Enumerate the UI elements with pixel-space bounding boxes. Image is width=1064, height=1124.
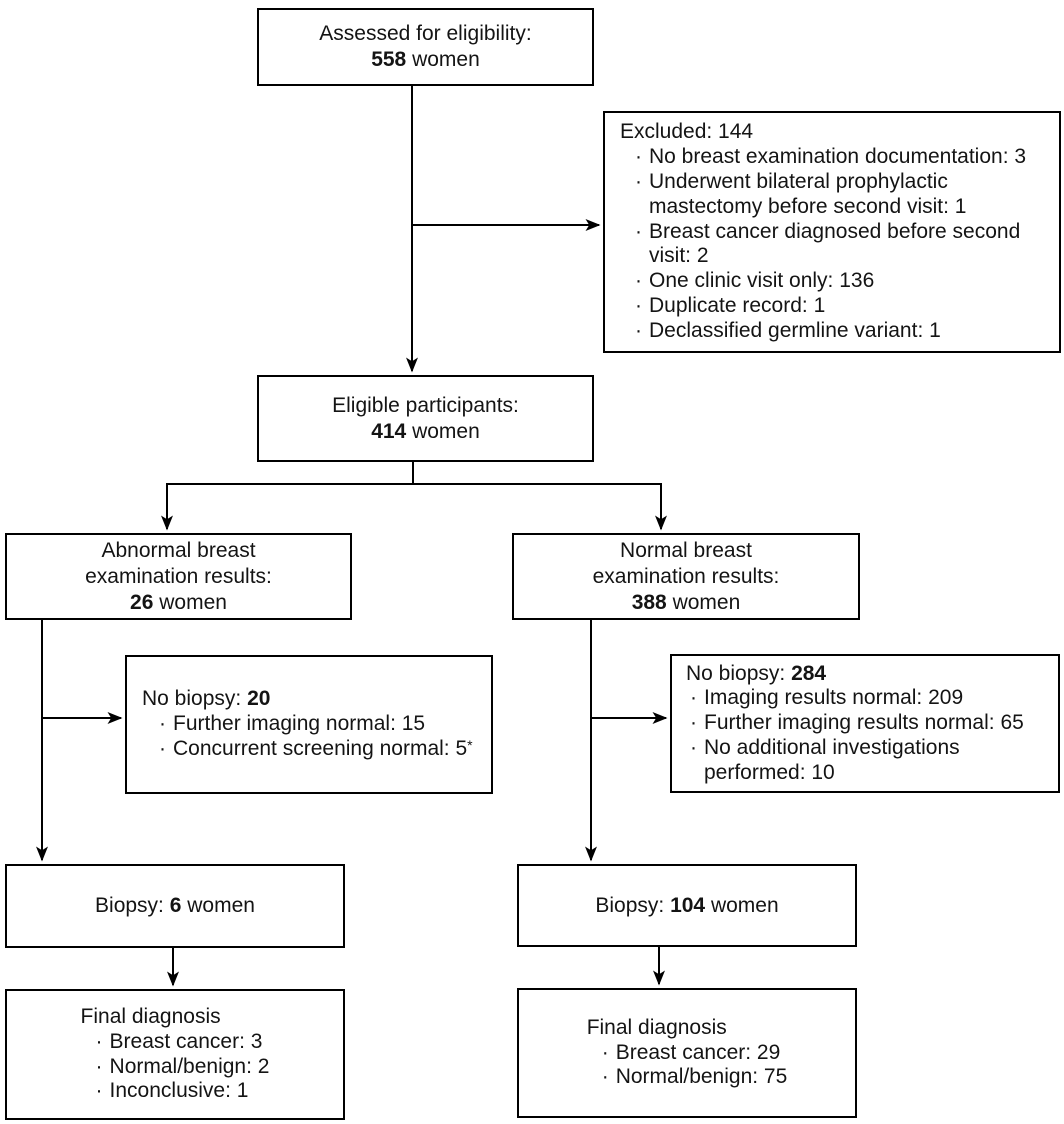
bullet-item: ·Breast cancer: 3 (95, 1029, 263, 1053)
eligible-suffix: women (406, 419, 480, 443)
bullet-item: ·Imaging results normal: 209 (690, 686, 964, 710)
biopsy-normal-line: Biopsy: 104 women (595, 893, 779, 917)
bullet-dot: · (635, 145, 642, 169)
no-biopsy-normal-count: 284 (791, 661, 827, 685)
eligible-label: Eligible participants: (332, 393, 519, 417)
bullet-dot: · (690, 735, 697, 759)
eligible-title: Eligible participants: (332, 393, 519, 419)
bullet-item: ·No additional investigations performed:… (690, 735, 960, 784)
bullet-item: ·Concurrent screening normal: 5* (159, 736, 473, 760)
assessed-count: 558 (371, 48, 407, 71)
box-eligible-participants: Eligible participants: 414 women (257, 375, 594, 462)
bullet-dot: · (635, 318, 642, 342)
normal-count: 388 (631, 590, 667, 614)
no-biopsy-normal-list: ·Imaging results normal: 209 ·Further im… (690, 686, 1052, 785)
bullet-item: ·Normal/benign: 2 (95, 1054, 270, 1078)
final-abnormal-list: ·Breast cancer: 3 ·Normal/benign: 2 ·Inc… (96, 1030, 270, 1104)
bullet-dot: · (635, 219, 642, 243)
bullet-dot: · (635, 269, 642, 293)
box-assessed-eligibility: Assessed for eligibility: 558 women (257, 8, 594, 86)
abnormal-count-line: 26 women (130, 590, 227, 614)
excluded-list: ·No breast examination documentation: 3 … (635, 145, 1051, 343)
bullet-item: ·Breast cancer: 29 (601, 1040, 781, 1064)
biopsy-normal-count: 104 (670, 893, 706, 917)
footnote-asterisk: * (467, 736, 473, 753)
bullet-dot: · (635, 170, 642, 193)
box-biopsy-abnormal: Biopsy: 6 women (5, 864, 345, 948)
eligible-count: 414 (371, 419, 407, 443)
no-biopsy-abnormal-count: 20 (247, 687, 271, 711)
final-abnormal-title: Final diagnosis (80, 1004, 221, 1028)
final-normal-title: Final diagnosis (586, 1015, 727, 1039)
box-biopsy-normal: Biopsy: 104 women (517, 864, 857, 947)
bullet-item: ·Further imaging results normal: 65 (690, 711, 1024, 735)
box-excluded: Excluded: 144 ·No breast examination doc… (603, 111, 1061, 353)
bullet-dot: · (95, 1054, 103, 1078)
bullet-dot: · (601, 1065, 609, 1089)
assessed-count-line: 558 women (371, 47, 480, 73)
excluded-title: Excluded: 144 (620, 120, 754, 144)
box-final-diagnosis-abnormal: Final diagnosis ·Breast cancer: 3 ·Norma… (5, 989, 345, 1120)
normal-count-line: 388 women (631, 590, 741, 614)
eligible-count-line: 414 women (371, 419, 480, 445)
bullet-item: ·Breast cancer diagnosed before second v… (635, 219, 1021, 268)
normal-line1: Normal breast (620, 538, 752, 562)
box-no-biopsy-normal: No biopsy: 284 ·Imaging results normal: … (670, 654, 1060, 793)
abnormal-line1: Abnormal breast (101, 538, 256, 562)
assessed-title: Assessed for eligibility: (319, 21, 531, 47)
abnormal-count: 26 (130, 590, 154, 614)
bullet-dot: · (690, 711, 697, 735)
bullet-item: ·Underwent bilateral prophylactic mastec… (635, 170, 967, 218)
bullet-item: ·Normal/benign: 75 (601, 1065, 788, 1089)
box-final-diagnosis-normal: Final diagnosis ·Breast cancer: 29 ·Norm… (517, 988, 857, 1118)
bullet-dot: · (601, 1040, 609, 1064)
bullet-dot: · (635, 293, 642, 317)
bullet-item: ·One clinic visit only: 136 (635, 269, 875, 293)
bullet-dot: · (159, 712, 166, 736)
biopsy-abnormal-count: 6 (169, 894, 182, 917)
bullet-item: ·Declassified germline variant: 1 (635, 318, 941, 342)
final-normal-list: ·Breast cancer: 29 ·Normal/benign: 75 (602, 1041, 788, 1091)
no-biopsy-abnormal-title: No biopsy: 20 (142, 687, 271, 711)
assessed-label: Assessed for eligibility: (319, 22, 532, 45)
no-biopsy-abnormal-list: ·Further imaging normal: 15 ·Concurrent … (159, 712, 485, 762)
bullet-item: ·Inconclusive: 1 (95, 1079, 249, 1103)
biopsy-abnormal-line: Biopsy: 6 women (95, 894, 255, 917)
box-abnormal-exam: Abnormal breast examination results: 26 … (5, 533, 352, 620)
abnormal-line2: examination results: (85, 564, 272, 588)
bullet-dot: · (159, 736, 166, 760)
bullet-item: ·Further imaging normal: 15 (159, 712, 426, 736)
bullet-dot: · (95, 1029, 103, 1053)
box-normal-exam: Normal breast examination results: 388 w… (512, 533, 860, 620)
bullet-item: ·No breast examination documentation: 3 (635, 145, 1027, 169)
bullet-dot: · (95, 1079, 103, 1103)
box-no-biopsy-abnormal: No biopsy: 20 ·Further imaging normal: 1… (125, 655, 493, 794)
normal-line2: examination results: (592, 564, 780, 588)
assessed-suffix: women (406, 48, 480, 71)
no-biopsy-normal-title: No biopsy: 284 (686, 661, 827, 685)
bullet-item: ·Duplicate record: 1 (635, 293, 826, 317)
bullet-dot: · (690, 686, 697, 710)
